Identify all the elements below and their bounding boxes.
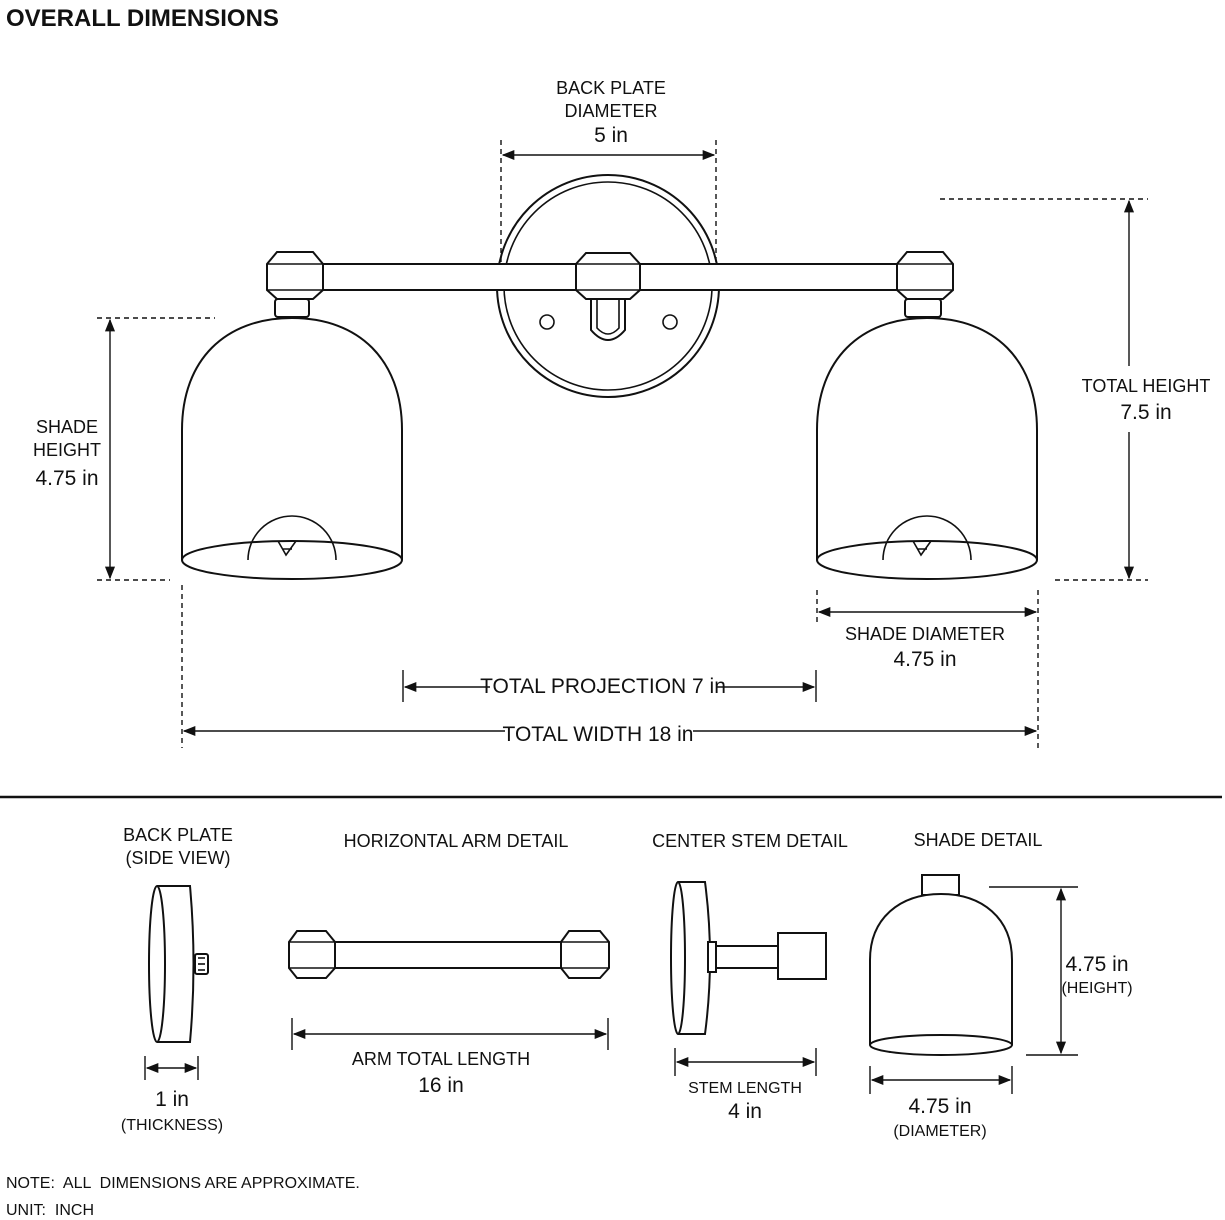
stem-label: STEM LENGTH xyxy=(688,1080,802,1097)
shade-detail: SHADE DETAIL 4.75 in (HEIGHT) 4.75 in (D… xyxy=(869,830,1136,1140)
shade-diameter-dimension: SHADE DIAMETER 4.75 in xyxy=(816,590,1039,750)
back-plate-diameter-dimension: BACK PLATE DIAMETER 5 in xyxy=(500,78,717,262)
shade-detail-title: SHADE DETAIL xyxy=(914,830,1043,850)
back-plate-label-1: BACK PLATE xyxy=(556,78,666,98)
horizontal-arm-detail: HORIZONTAL ARM DETAIL ARM TOTAL LENGTH 1… xyxy=(288,831,610,1097)
total-height-value: 7.5 in xyxy=(1120,401,1171,424)
note-line-2: UNIT: INCH xyxy=(6,1202,94,1219)
shade-height-detail-value: 4.75 in xyxy=(1065,953,1128,976)
arm-label: ARM TOTAL LENGTH xyxy=(352,1049,530,1069)
shade-diameter-detail-note: (DIAMETER) xyxy=(893,1123,986,1140)
right-shade-shape xyxy=(816,316,1038,580)
back-plate-side-value: 1 in xyxy=(155,1088,189,1111)
total-width-dimension: TOTAL WIDTH 18 in xyxy=(181,585,1038,748)
shade-height-label-2: HEIGHT xyxy=(33,440,101,460)
left-shade-shape xyxy=(181,316,403,580)
page-title: OVERALL DIMENSIONS xyxy=(6,5,279,32)
total-projection-text: TOTAL PROJECTION 7 in xyxy=(480,675,726,698)
center-hub-shape xyxy=(575,252,641,300)
shade-height-dimension: SHADE HEIGHT 4.75 in xyxy=(30,317,215,581)
back-plate-side-title-2: (SIDE VIEW) xyxy=(125,848,230,868)
total-projection-dimension: TOTAL PROJECTION 7 in xyxy=(402,670,817,702)
back-plate-side-title-1: BACK PLATE xyxy=(123,825,233,845)
shade-height-detail-note: (HEIGHT) xyxy=(1061,980,1132,997)
stem-value: 4 in xyxy=(728,1100,762,1123)
total-height-dimension: TOTAL HEIGHT 7.5 in xyxy=(940,198,1211,581)
back-plate-side-note: (THICKNESS) xyxy=(121,1117,223,1134)
shade-diameter-detail-value: 4.75 in xyxy=(908,1095,971,1118)
arm-value: 16 in xyxy=(418,1074,464,1097)
left-knuckle-shape xyxy=(266,251,324,300)
note-line-1: NOTE: ALL DIMENSIONS ARE APPROXIMATE. xyxy=(6,1175,360,1192)
arm-title: HORIZONTAL ARM DETAIL xyxy=(344,831,569,851)
back-plate-label-2: DIAMETER xyxy=(564,101,657,121)
back-plate-value: 5 in xyxy=(594,124,628,147)
total-height-label: TOTAL HEIGHT xyxy=(1082,376,1211,396)
total-width-text: TOTAL WIDTH 18 in xyxy=(503,723,694,746)
shade-height-label-1: SHADE xyxy=(36,417,98,437)
shade-diameter-value: 4.75 in xyxy=(893,648,956,671)
back-plate-side-detail: BACK PLATE (SIDE VIEW) 1 in (THICKNESS) xyxy=(121,825,233,1134)
shade-height-value: 4.75 in xyxy=(35,467,98,490)
shade-diameter-label: SHADE DIAMETER xyxy=(845,624,1005,644)
stem-title: CENTER STEM DETAIL xyxy=(652,831,848,851)
center-stem-detail: CENTER STEM DETAIL STEM LENGTH 4 in xyxy=(652,831,848,1123)
right-knuckle-shape xyxy=(896,251,954,300)
fixture-front-view xyxy=(181,174,1038,580)
